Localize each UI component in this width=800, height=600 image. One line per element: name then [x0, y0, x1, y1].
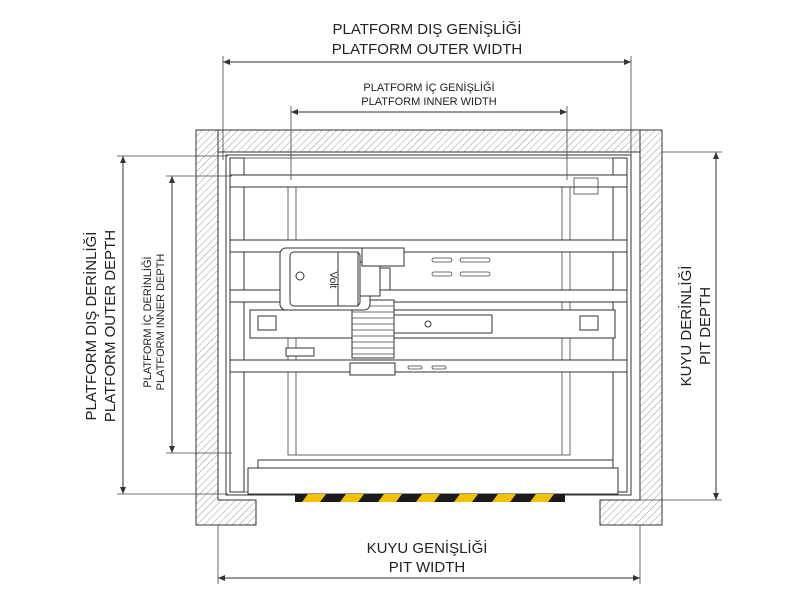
label-platform-outer-width-tr: PLATFORM DIŞ GENİŞLİĞİ	[333, 20, 522, 38]
label-platform-inner-depth-en: PLATFORM INNER DEPTH	[155, 254, 167, 391]
label-pit-depth-en: PIT DEPTH	[697, 287, 714, 365]
label-pit-width-en: PIT WIDTH	[389, 559, 465, 576]
warning-strip	[295, 494, 565, 502]
label-platform-inner-width-en: PLATFORM INNER WIDTH	[361, 96, 497, 108]
motor-badge: Volt	[327, 272, 338, 289]
motor: Volt	[279, 247, 405, 311]
label-platform-inner-depth-tr: PLATFORM İÇ DERİNLİĞİ	[141, 256, 154, 387]
left-rail	[229, 157, 245, 493]
pit-walls	[195, 129, 663, 526]
beam-lower	[229, 359, 628, 373]
dimension-labels: PLATFORM DIŞ GENİŞLİĞİ PLATFORM OUTER WI…	[82, 20, 714, 576]
label-platform-outer-depth-tr: PLATFORM DIŞ DERİNLİĞİ	[82, 232, 100, 421]
label-platform-inner-width-tr: PLATFORM İÇ GENİŞLİĞİ	[363, 81, 494, 94]
hydraulic-unit	[249, 299, 616, 376]
dimension-lines	[117, 56, 722, 584]
label-platform-outer-width-en: PLATFORM OUTER WIDTH	[332, 41, 523, 58]
label-platform-outer-depth-en: PLATFORM OUTER DEPTH	[102, 230, 119, 422]
label-pit-width-tr: KUYU GENİŞLİĞİ	[367, 539, 488, 557]
label-pit-depth-tr: KUYU DERİNLİĞİ	[677, 266, 695, 387]
pit-wall-top	[217, 129, 641, 153]
